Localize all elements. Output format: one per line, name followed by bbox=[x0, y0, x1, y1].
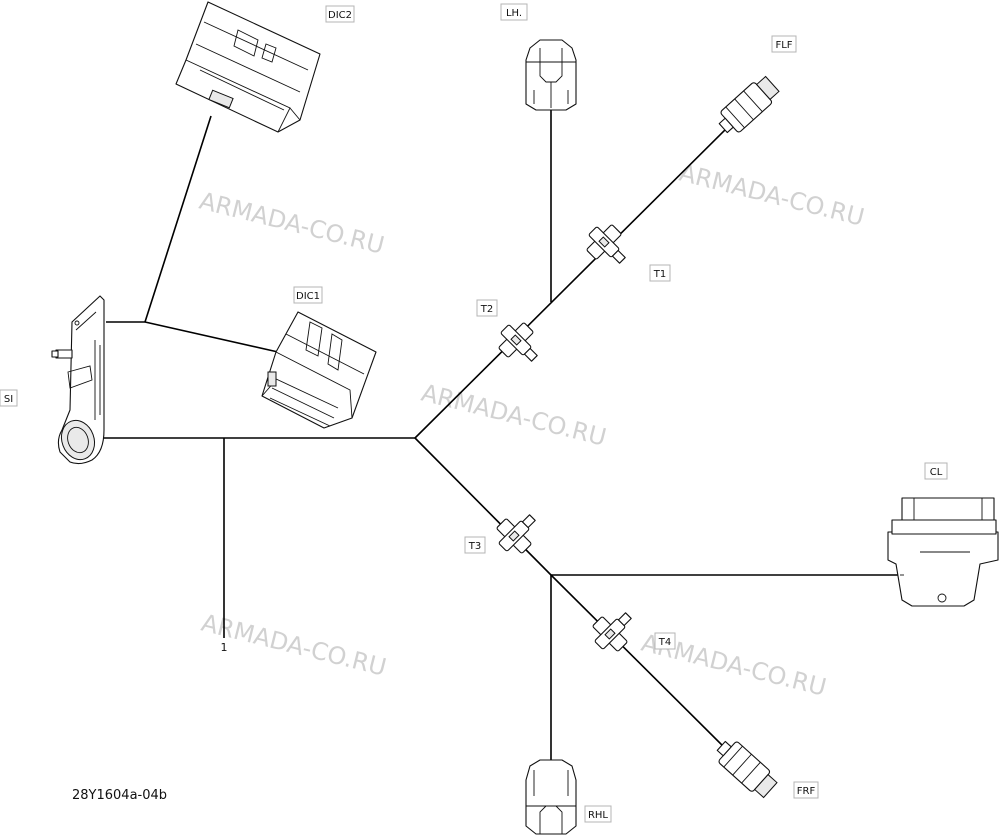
label-rhl: RHL bbox=[584, 805, 612, 823]
wire-upper-branch bbox=[414, 119, 736, 439]
rhl-connector bbox=[525, 759, 577, 835]
label-t2-text: T2 bbox=[480, 304, 493, 315]
label-t2: T2 bbox=[476, 299, 498, 317]
label-t4-text: T4 bbox=[658, 637, 671, 648]
label-frf-text: FRF bbox=[797, 786, 816, 797]
label-cl: CL bbox=[924, 462, 948, 480]
label-flf: FLF bbox=[771, 35, 797, 53]
label-rhl-text: RHL bbox=[588, 810, 608, 821]
frf-connector bbox=[716, 740, 778, 799]
label-si: SI bbox=[0, 389, 18, 407]
label-dic1: DIC1 bbox=[293, 286, 323, 304]
label-dic2-text: DIC2 bbox=[328, 10, 352, 21]
si-connector bbox=[51, 295, 105, 465]
terminal-clip-t4 bbox=[592, 612, 632, 652]
label-t1-text: T1 bbox=[653, 269, 666, 280]
flf-connector bbox=[718, 75, 780, 134]
wire-dic1 bbox=[144, 321, 279, 353]
watermark: ARMADA-CO.RU bbox=[197, 187, 388, 260]
wire-frf bbox=[550, 574, 736, 759]
label-flf-text: FLF bbox=[775, 40, 792, 51]
wire-number: 1 bbox=[221, 641, 228, 654]
watermark: ARMADA-CO.RU bbox=[419, 379, 610, 452]
harness-wires bbox=[103, 106, 900, 770]
label-t1: T1 bbox=[649, 264, 671, 282]
wire-dic2 bbox=[144, 115, 212, 323]
watermark: ARMADA-CO.RU bbox=[677, 159, 868, 232]
label-cl-text: CL bbox=[930, 467, 943, 478]
wire-lower-branch bbox=[414, 437, 552, 576]
label-lh: LH. bbox=[500, 3, 528, 21]
terminal-clip-t1 bbox=[586, 224, 626, 264]
terminal-clip-t3 bbox=[496, 514, 536, 554]
dic1-connector bbox=[261, 311, 377, 429]
label-dic1-text: DIC1 bbox=[296, 291, 320, 302]
label-t4: T4 bbox=[654, 632, 676, 650]
label-t3: T3 bbox=[464, 536, 486, 554]
label-si-text: SI bbox=[4, 394, 13, 405]
dic2-connector bbox=[175, 1, 321, 133]
label-t3-text: T3 bbox=[468, 541, 481, 552]
lh-connector bbox=[525, 39, 577, 111]
label-dic2: DIC2 bbox=[325, 5, 355, 23]
label-lh-text: LH. bbox=[506, 8, 522, 19]
label-frf: FRF bbox=[793, 781, 819, 799]
terminal-clip-t2 bbox=[498, 322, 538, 362]
watermarks: ARMADA-CO.RU ARMADA-CO.RU ARMADA-CO.RU A… bbox=[197, 159, 868, 702]
cl-connector bbox=[887, 497, 999, 607]
figure-id: 28Y1604a-04b bbox=[72, 788, 167, 803]
